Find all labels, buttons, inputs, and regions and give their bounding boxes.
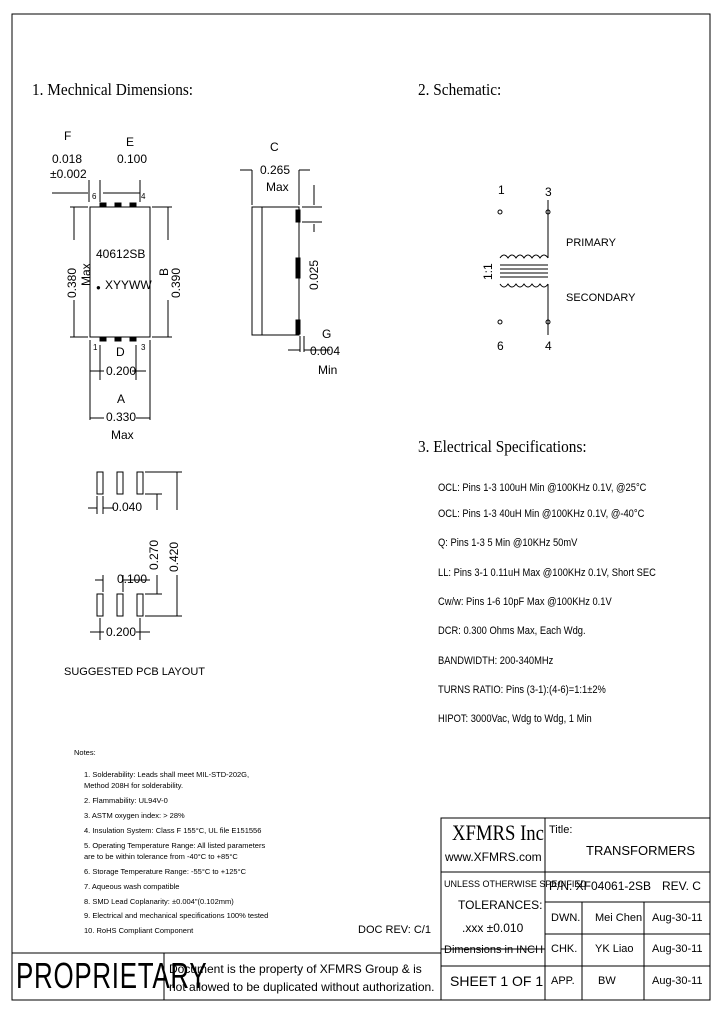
dim-f-tolerance: ±0.002: [50, 167, 87, 181]
title-label: Title:: [549, 824, 573, 836]
schematic-pin-4: 4: [545, 339, 552, 353]
dwn-label: DWN.: [551, 912, 581, 924]
title-block: [440, 817, 711, 1001]
dim-025-value: 0.025: [307, 259, 321, 290]
pin-label-1: 1: [93, 343, 98, 352]
dim-a-max: Max: [111, 428, 134, 442]
dwn-name: Mei Chen: [595, 912, 643, 924]
note-item: 3. ASTM oxygen index: > 28%: [84, 811, 185, 820]
proprietary-line-1: Document is the property of XFMRS Group …: [169, 962, 422, 976]
label-c: C: [270, 140, 279, 154]
pin1-dot: ●: [96, 283, 101, 292]
dwn-date: Aug-30-11: [652, 912, 703, 924]
chk-name: YK Liao: [595, 943, 634, 955]
dim-b-value: 0.390: [169, 267, 183, 298]
pcb-dim-270: 0.270: [147, 539, 161, 570]
top-view-body: [89, 206, 151, 338]
note-item: 7. Aqueous wash compatible: [84, 882, 180, 891]
spec-line: OCL: Pins 1-3 40uH Min @100KHz 0.1V, @-4…: [438, 508, 645, 520]
spec-line: BANDWIDTH: 200-340MHz: [438, 655, 554, 667]
tolerances-label: TOLERANCES:: [458, 898, 543, 912]
note-item: 2. Flammability: UL94V-0: [84, 796, 168, 805]
label-f: F: [64, 129, 72, 143]
title-value: TRANSFORMERS: [586, 843, 696, 858]
chk-date: Aug-30-11: [652, 943, 703, 955]
pcb-dim-200: 0.200: [106, 625, 137, 639]
section-heading-schematic: 2. Schematic:: [418, 80, 502, 99]
spec-line: TURNS RATIO: Pins (3-1):(4-6)=1:1±2%: [438, 684, 606, 696]
proprietary-line-2: not allowed to be duplicated without aut…: [169, 980, 435, 994]
dim-e-value: 0.100: [117, 152, 148, 166]
spec-line: Cw/w: Pins 1-6 10pF Max @100KHz 0.1V: [438, 596, 612, 608]
section-heading-mechanical: 1. Mechnical Dimensions:: [32, 80, 194, 99]
date-code-marking: XYYWW: [105, 278, 152, 292]
spec-line: LL: Pins 3-1 0.11uH Max @100KHz 0.1V, Sh…: [438, 567, 656, 579]
section-heading-electrical: 3. Electrical Specifications:: [418, 437, 587, 456]
note-item: 10. RoHS Compliant Component: [84, 926, 194, 935]
dim-c-value: 0.265: [260, 163, 291, 177]
note-item: 9. Electrical and mechanical specificati…: [84, 911, 269, 920]
page-border: [11, 13, 711, 1001]
app-label: APP.: [551, 975, 575, 987]
unless-specified: UNLESS OTHERWISE SPECIFIED: [444, 879, 587, 889]
secondary-label: SECONDARY: [566, 292, 636, 304]
dimensions-unit: Dimensions in INCH: [444, 944, 544, 956]
chk-label: CHK.: [551, 943, 578, 955]
label-d: D: [116, 345, 125, 359]
pcb-dim-100: 0.100: [117, 572, 148, 586]
revision: REV. C: [662, 879, 701, 893]
spec-line: HIPOT: 3000Vac, Wdg to Wdg, 1 Min: [438, 713, 592, 725]
note-item: 6. Storage Temperature Range: -55°C to +…: [84, 867, 246, 876]
dim-f-value: 0.018: [52, 152, 83, 166]
label-g: G: [322, 327, 332, 341]
dim-c-max: Max: [266, 180, 289, 194]
label-a: A: [117, 392, 126, 406]
note-item: 5. Operating Temperature Range: All list…: [84, 841, 266, 850]
dim-g-min: Min: [318, 363, 338, 377]
doc-revision: DOC REV: C/1: [358, 924, 431, 936]
part-marking: 40612SB: [96, 247, 146, 261]
schematic-pin-6: 6: [497, 339, 504, 353]
notes-title: Notes:: [74, 748, 96, 757]
spec-line: DCR: 0.300 Ohms Max, Each Wdg.: [438, 625, 586, 637]
tolerance-value: .xxx ±0.010: [462, 921, 524, 935]
app-name: BW: [598, 975, 616, 987]
pcb-dim-040: 0.040: [112, 500, 143, 514]
pcb-dim-420: 0.420: [167, 541, 181, 572]
part-number: P/N: XF04061-2SB: [549, 879, 652, 893]
dim-380-max: Max: [79, 263, 93, 286]
spec-line: OCL: Pins 1-3 100uH Min @100KHz 0.1V, @2…: [438, 482, 647, 494]
app-date: Aug-30-11: [652, 975, 703, 987]
proprietary-word: PROPRIETARY: [16, 955, 208, 996]
label-e: E: [126, 135, 135, 149]
dim-380-value: 0.380: [65, 267, 79, 298]
spec-line: Q: Pins 1-3 5 Min @10KHz 50mV: [438, 537, 578, 549]
pin-label-3: 3: [141, 343, 146, 352]
schematic-pin-1: 1: [498, 183, 505, 197]
note-item: 4. Insulation System: Class F 155°C, UL …: [84, 826, 262, 835]
note-item: 1. Solderability: Leads shall meet MIL-S…: [84, 770, 250, 779]
pin-label-4: 4: [141, 192, 146, 201]
turns-ratio-label: 1:1: [481, 263, 495, 280]
pcb-layout-label: SUGGESTED PCB LAYOUT: [64, 666, 205, 678]
primary-label: PRIMARY: [566, 237, 616, 249]
note-item: Method 208H for solderability.: [84, 781, 184, 790]
note-item: are to be within tolerance from -40°C to…: [84, 852, 238, 861]
company-name: XFMRS Inc: [452, 820, 544, 845]
note-item: 8. SMD Lead Coplanarity: ±0.004"(0.102mm…: [84, 897, 234, 906]
company-website: www.XFMRS.com: [445, 850, 542, 864]
side-view-body: [251, 206, 300, 336]
dim-d-value: 0.200: [106, 364, 137, 378]
schematic-pin-3: 3: [545, 185, 552, 199]
dim-g-value: 0.004: [310, 344, 341, 358]
pin-label-6: 6: [92, 192, 97, 201]
sheet-number: SHEET 1 OF 1: [450, 973, 544, 989]
dim-a-value: 0.330: [106, 410, 137, 424]
